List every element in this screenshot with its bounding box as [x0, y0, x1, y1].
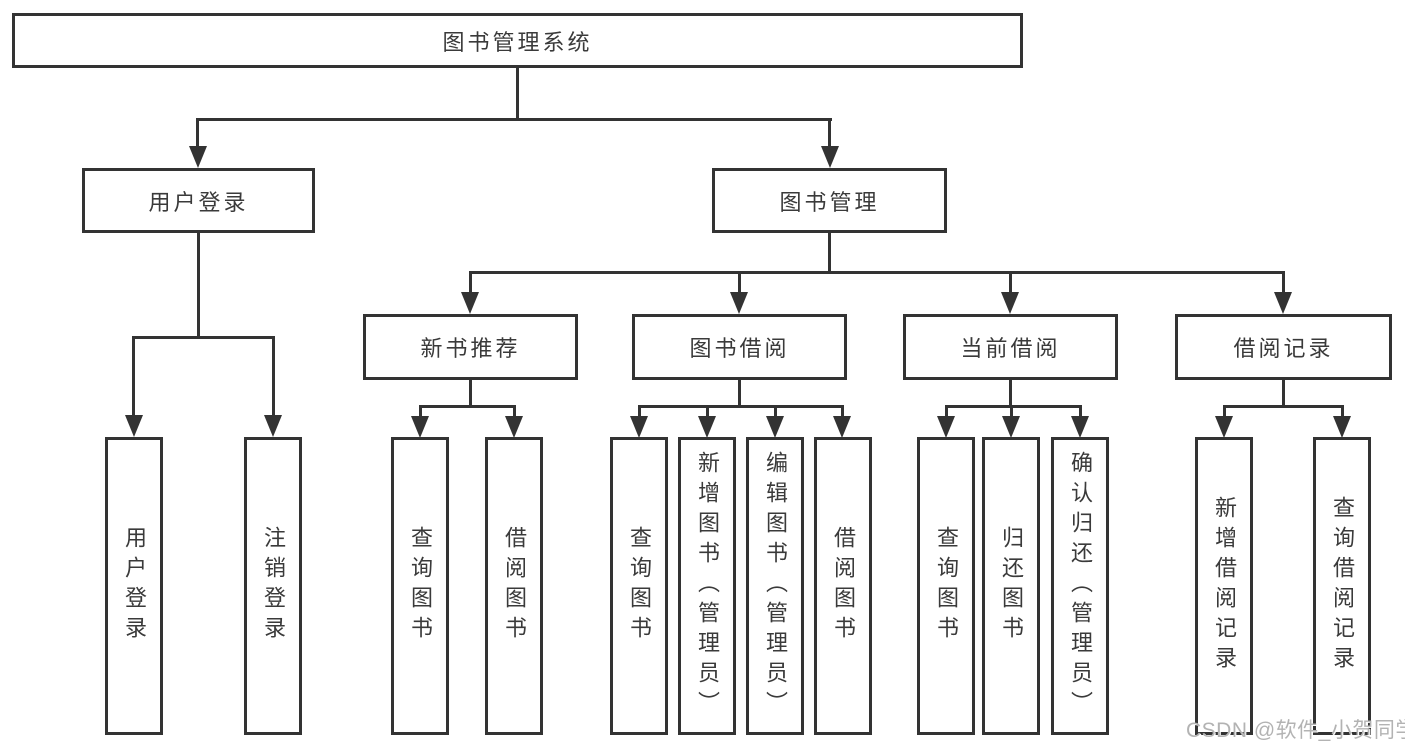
connector-line	[272, 336, 275, 420]
connector-line	[196, 118, 832, 121]
connector-line	[945, 405, 948, 419]
connector-line	[419, 405, 516, 408]
connector-line	[196, 118, 199, 151]
connector-line	[945, 405, 1082, 408]
arrow-down-icon	[264, 415, 282, 437]
connector-line	[1341, 405, 1344, 419]
connector-line	[774, 405, 777, 419]
leaf-borrow-books-1: 借阅图书	[485, 437, 543, 735]
arrow-down-icon	[937, 416, 955, 438]
leaf-add-borrow-record: 新增借阅记录	[1195, 437, 1253, 735]
connector-line	[828, 233, 831, 274]
leaf-confirm-return-admin: 确认归还（管理员）	[1051, 437, 1109, 735]
arrow-down-icon	[630, 416, 648, 438]
arrow-down-icon	[698, 416, 716, 438]
arrow-down-icon	[766, 416, 784, 438]
arrow-down-icon	[833, 416, 851, 438]
arrow-down-icon	[1071, 416, 1089, 438]
connector-line	[516, 68, 519, 121]
connector-line	[469, 271, 472, 297]
arrow-down-icon	[189, 146, 207, 168]
arrow-down-icon	[461, 292, 479, 314]
connector-line	[638, 405, 844, 408]
arrow-down-icon	[1274, 292, 1292, 314]
leaf-edit-books-admin: 编辑图书（管理员）	[746, 437, 804, 735]
arrow-down-icon	[125, 415, 143, 437]
arrow-down-icon	[1001, 292, 1019, 314]
connector-line	[1009, 271, 1012, 297]
node-current-borrow: 当前借阅	[903, 314, 1118, 380]
connector-line	[706, 405, 709, 419]
connector-line	[1223, 405, 1226, 419]
csdn-watermark: CSDN @软件_小贺同学	[1186, 719, 1405, 742]
node-book-borrow: 图书借阅	[632, 314, 847, 380]
connector-line	[828, 118, 831, 151]
leaf-query-books-2: 查询图书	[610, 437, 668, 735]
leaf-borrow-books-2: 借阅图书	[814, 437, 872, 735]
connector-line	[738, 271, 741, 297]
arrow-down-icon	[1333, 416, 1351, 438]
node-book-management: 图书管理	[712, 168, 947, 233]
connector-line	[469, 380, 472, 407]
arrow-down-icon	[1002, 416, 1020, 438]
connector-line	[469, 271, 1283, 274]
connector-line	[738, 380, 741, 407]
arrow-down-icon	[505, 416, 523, 438]
leaf-logout: 注销登录	[244, 437, 302, 735]
arrow-down-icon	[411, 416, 429, 438]
connector-line	[197, 233, 200, 338]
node-root: 图书管理系统	[12, 13, 1023, 68]
leaf-return-books: 归还图书	[982, 437, 1040, 735]
node-user-login: 用户登录	[82, 168, 315, 233]
arrow-down-icon	[1215, 416, 1233, 438]
connector-line	[841, 405, 844, 419]
connector-line	[419, 405, 422, 419]
connector-line	[1282, 380, 1285, 407]
leaf-query-books-3: 查询图书	[917, 437, 975, 735]
connector-line	[1223, 405, 1344, 408]
connector-line	[638, 405, 641, 419]
leaf-query-borrow-record: 查询借阅记录	[1313, 437, 1371, 735]
connector-line	[1079, 405, 1082, 419]
connector-line	[1010, 405, 1013, 419]
arrow-down-icon	[821, 146, 839, 168]
leaf-query-books-1: 查询图书	[391, 437, 449, 735]
connector-line	[132, 336, 135, 420]
leaf-user-login: 用户登录	[105, 437, 163, 735]
connector-line	[1009, 380, 1012, 407]
arrow-down-icon	[730, 292, 748, 314]
node-new-book-recommend: 新书推荐	[363, 314, 578, 380]
node-borrow-record: 借阅记录	[1175, 314, 1392, 380]
connector-line	[1282, 271, 1285, 297]
connector-line	[513, 405, 516, 419]
connector-line	[132, 336, 275, 339]
leaf-add-books-admin: 新增图书（管理员）	[678, 437, 736, 735]
